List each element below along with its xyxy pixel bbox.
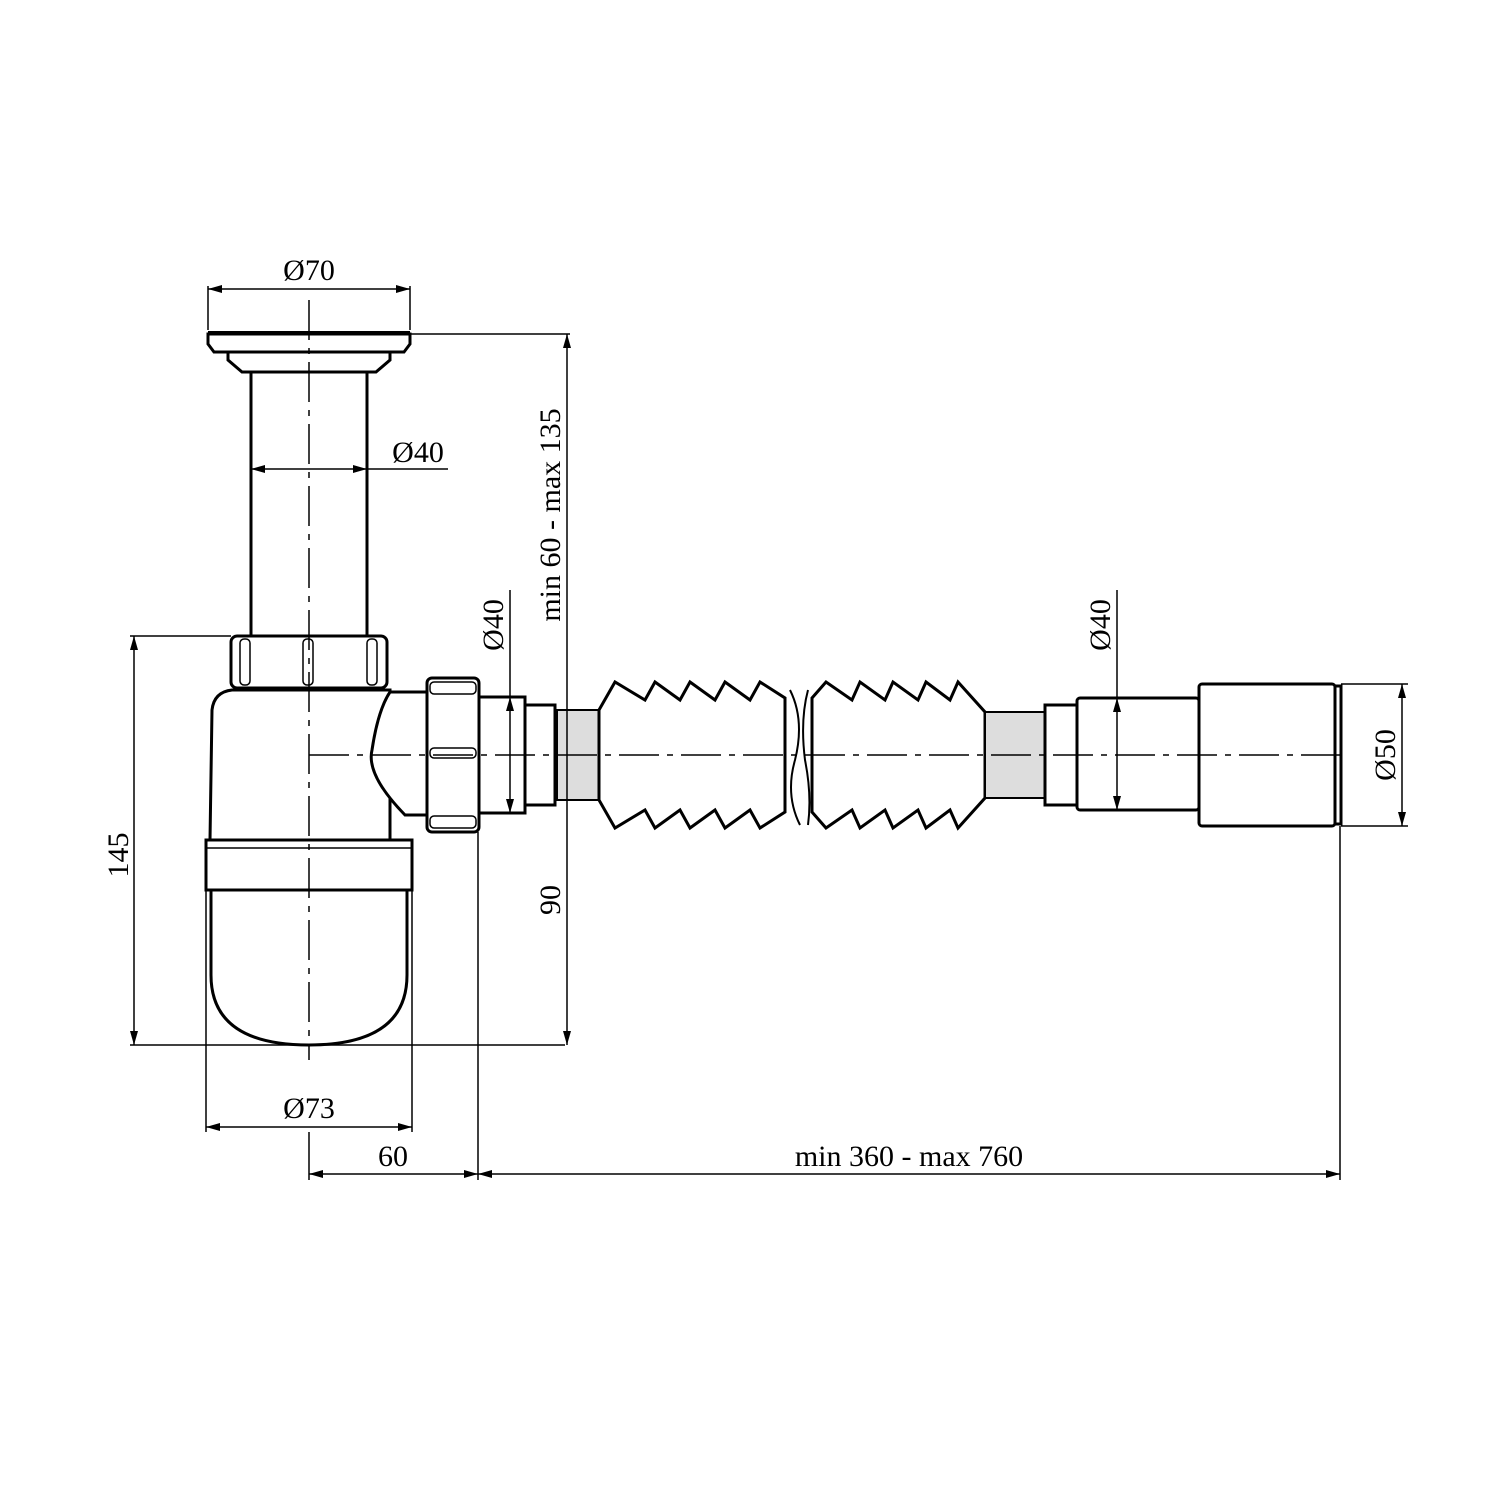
dim-body-diameter: Ø73 <box>283 1092 335 1125</box>
dim-top-flange-diameter: Ø70 <box>283 254 335 287</box>
dim-connector-diameter: Ø50 <box>1369 729 1402 781</box>
dim-hose-end-diameter: Ø40 <box>1084 599 1117 651</box>
siphon-body <box>208 688 392 842</box>
hose-end-pipe <box>1075 696 1201 812</box>
dim-outlet-offset: 60 <box>378 1140 408 1173</box>
dimension-lines <box>130 285 1408 1180</box>
dim-adjustable-height: min 60 - max 135 <box>534 408 567 621</box>
dim-total-height: 145 <box>102 833 135 878</box>
dim-outlet-diameter: Ø40 <box>477 599 510 651</box>
dim-outlet-height: 90 <box>534 885 567 915</box>
dim-tailpiece-diameter: Ø40 <box>392 436 444 469</box>
dim-hose-length: min 360 - max 760 <box>795 1140 1023 1173</box>
